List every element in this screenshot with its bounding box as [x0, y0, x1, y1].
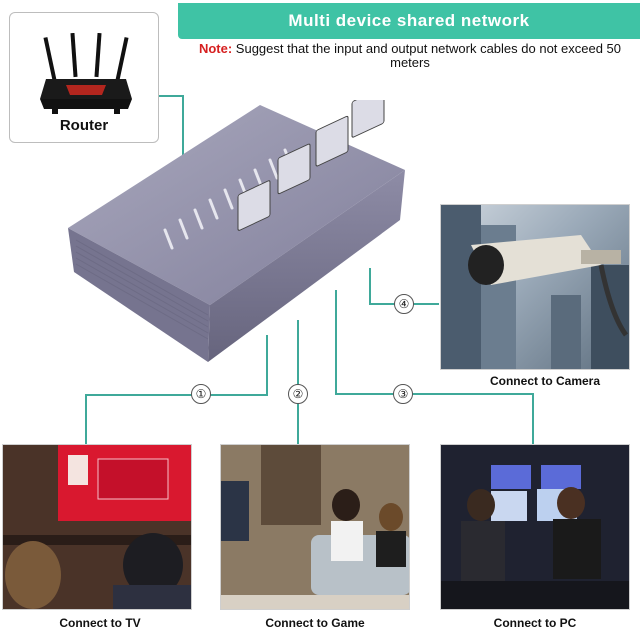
port3-connector-drop	[532, 393, 534, 444]
note-text: Note: Suggest that the input and output …	[180, 42, 640, 70]
port3-connector-v	[335, 290, 337, 394]
network-switch-icon	[68, 100, 405, 362]
banner-title: Multi device shared network	[288, 11, 530, 30]
port3-connector-h	[335, 393, 533, 395]
router-connector-v	[182, 95, 184, 155]
caption-game: Connect to Game	[265, 616, 365, 628]
caption-camera: Connect to Camera	[489, 374, 601, 388]
note-label: Note:	[198, 41, 233, 56]
camera-photo	[440, 204, 630, 370]
port2-connector-v	[297, 320, 299, 444]
port1-connector-drop	[85, 394, 87, 444]
port1-number: ①	[191, 384, 211, 404]
port1-connector-h	[85, 394, 268, 396]
port2-number: ②	[288, 384, 308, 404]
tv-photo	[2, 444, 192, 610]
caption-tv: Connect to TV	[59, 616, 141, 628]
port3-number: ③	[393, 384, 413, 404]
port4-number: ④	[394, 294, 414, 314]
router-label: Router	[59, 117, 109, 134]
pc-photo	[440, 444, 630, 610]
router-connector-h	[159, 95, 183, 97]
title-banner: Multi device shared network	[178, 3, 640, 39]
router-icon	[40, 33, 132, 114]
security-camera-icon	[441, 205, 629, 369]
note-body: Suggest that the input and output networ…	[235, 41, 622, 70]
caption-pc: Connect to PC	[493, 616, 577, 628]
port4-connector-v	[369, 268, 371, 304]
router-card: Router	[9, 12, 159, 143]
game-photo	[220, 444, 410, 610]
port1-connector-v	[266, 335, 268, 395]
